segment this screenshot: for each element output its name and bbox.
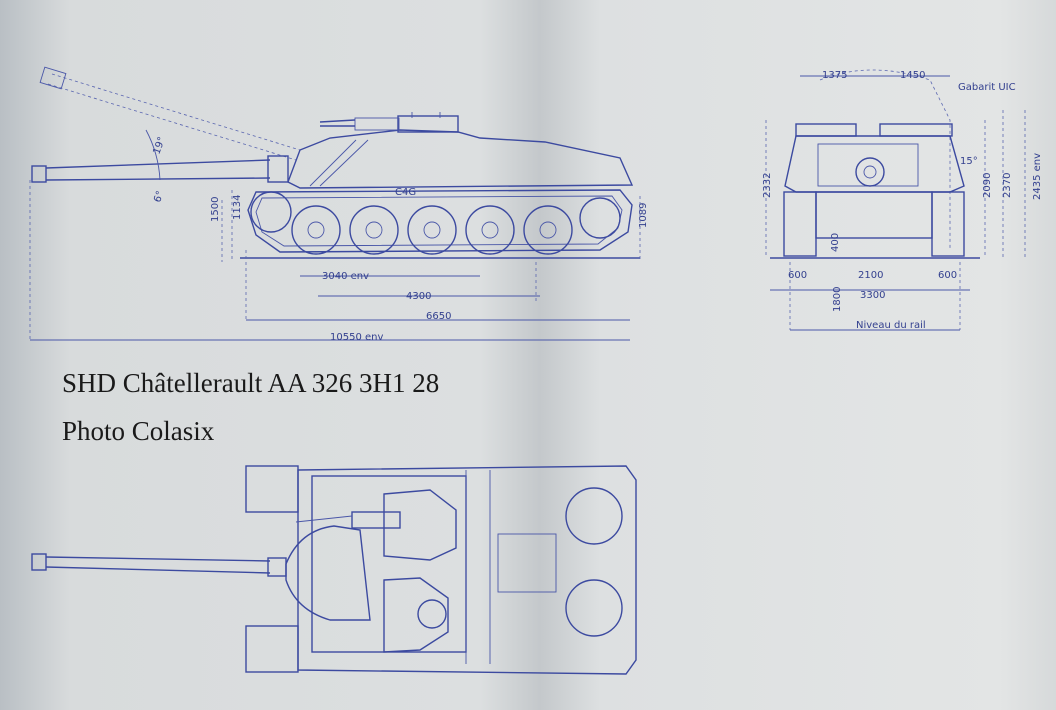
turret [287,112,634,189]
depression-angle: 6° [152,190,166,204]
caption-line-2: Photo Colasix [62,416,215,446]
dim-track-left: 600 [788,270,807,281]
dim-clearance: 400 [830,233,841,252]
caption-line-1: SHD Châtellerault AA 326 3H1 28 [62,368,440,398]
hull-marking: C4G [395,187,416,198]
dim-height-track: 1089 [638,203,649,228]
dim-height-hull: 1134 [232,195,243,220]
side-view: C4G 19° 6° 1500 1134 1089 3040 env 4300 … [29,66,649,343]
dim-height-left: 2332 [762,173,773,198]
dim-rail-height: 1800 [832,287,843,312]
dim-hull-width: 2100 [858,270,883,281]
dim-height-b: 2370 [1002,173,1013,198]
top-view [31,465,637,675]
side-dimension-lines [29,129,641,341]
dim-hull-length: 6650 [426,311,451,322]
dim-track-right: 600 [938,270,957,281]
dim-total-length: 10550 env [330,332,383,343]
label-rail: Niveau du rail [856,320,926,331]
dim-total-width: 3300 [860,290,885,301]
dim-height-c: 2435 env [1032,153,1043,200]
front-view: Gabarit UIC 1375 1450 15° 2332 2090 2370… [762,69,1043,331]
dim-ground-contact: 3040 env [322,271,369,282]
dim-top-right: 1450 [900,70,925,81]
dim-track-length: 4300 [406,291,431,302]
gun-elevated-outline [39,66,301,161]
label-gauge: Gabarit UIC [958,82,1016,93]
dim-height-a: 2090 [982,173,993,198]
dim-height-total: 1500 [210,197,221,222]
angle-side: 15° [960,156,978,167]
elevation-angle: 19° [152,135,168,155]
dim-top-left: 1375 [822,70,847,81]
hull-track [240,189,640,259]
